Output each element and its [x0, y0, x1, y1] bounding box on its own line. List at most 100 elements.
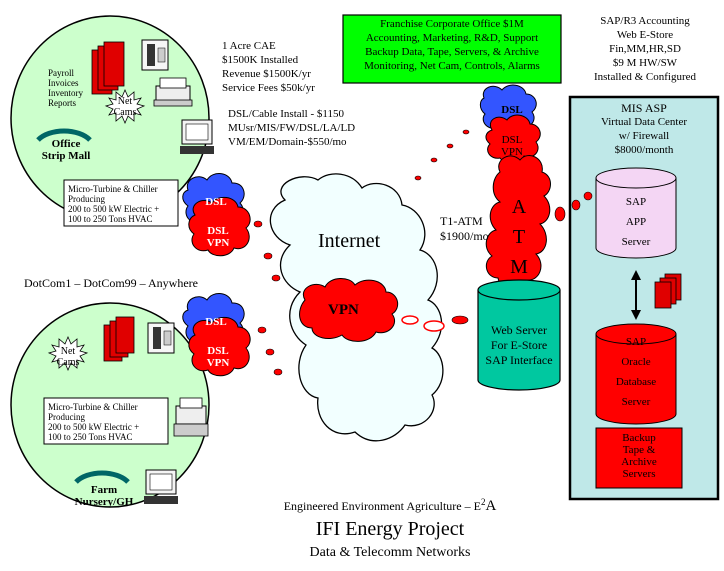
office-netcam-line-2: Cams [113, 107, 137, 118]
sap-r3-text: SAP/R3 Accounting Web E-Store Fin,MM,HR,… [575, 15, 715, 83]
farm-netcam-line-1: Net [60, 346, 76, 357]
footer-subtitle-suffix: A [485, 498, 497, 514]
sap-oracle-text: SAP Oracle Database Server [596, 336, 676, 408]
office-name-line-2: Strip Mall [41, 150, 91, 162]
site-info-text: 1 Acre CAE $1500K Installed Revenue $150… [222, 40, 315, 94]
sap-app-text: SAP APP Server [596, 196, 676, 248]
farm-printer-icon [173, 397, 209, 437]
atm-letter-m: M [510, 256, 528, 278]
site-info-line-3: Revenue $1500K/yr [222, 68, 311, 80]
atm-letter-t: T [512, 226, 526, 248]
dsl-vpn-label-lower: DSL VPN [198, 345, 238, 369]
office-name-line-1: Office [51, 138, 81, 150]
t1-atm-line-2: $1900/mo [440, 229, 489, 243]
site-info-line-4: Service Fees $50k/yr [222, 82, 315, 94]
farm-turbine-line-4: 100 to 250 Tons HVAC [48, 432, 133, 442]
web-server-text: Web Server For E-Store SAP Interface [478, 324, 560, 367]
dsl-vpn-cloud-upper [188, 196, 251, 257]
farm-turbine-line-1: Micro-Turbine & Chiller [48, 402, 138, 412]
office-turbine-line-2: Producing [68, 194, 105, 204]
web-server-cylinder [477, 279, 561, 391]
sap-app-line-3: Server [621, 236, 651, 248]
mis-asp-line-2: Virtual Data Center [600, 116, 688, 128]
office-docs-line-2: Invoices [48, 78, 79, 88]
office-documents-icon [91, 41, 125, 95]
dotcom-label: DotCom1 – DotCom99 – Anywhere [24, 276, 198, 290]
office-turbine-line-4: 100 to 250 Tons HVAC [68, 214, 153, 224]
footer-subtitle2: Data & Telecomm Networks [309, 545, 471, 560]
footer-subtitle-prefix: Engineered Environment Agriculture – E [283, 499, 481, 513]
farm-turbine-line-2: Producing [48, 412, 85, 422]
footer-subtitle: Engineered Environment Agriculture – E2A [230, 496, 550, 514]
farm-computer-icon [144, 469, 178, 504]
franchise-office-text: Franchise Corporate Office $1M Accountin… [343, 18, 561, 72]
dsl-label-upper: DSL [205, 196, 227, 208]
farm-name: Farm Nursery/GH [66, 484, 142, 508]
mis-documents-icon [654, 273, 682, 309]
sap-oracle-db-cylinder [595, 323, 677, 425]
farm-phone-icon [147, 322, 175, 354]
sap-app-server-cylinder [595, 167, 677, 259]
backup-line-4: Servers [622, 468, 656, 480]
dsl-vpn-franchise-line-1: DSL [501, 134, 523, 146]
franchise-line-4: Monitoring, Net Cam, Controls, Alarms [364, 60, 540, 72]
dsl-vpn-upper-line-2: VPN [206, 237, 230, 249]
vpn-label: VPN [328, 302, 359, 318]
t1-atm-text: T1-ATM $1900/mo [440, 215, 489, 243]
atm-cloud [485, 155, 551, 289]
office-printer-icon [153, 77, 193, 107]
dsl-label-franchise: DSL [501, 104, 523, 116]
sap-oracle-line-2: Oracle [621, 356, 651, 368]
sap-r3-line-5: Installed & Configured [593, 71, 697, 83]
dsl-install-line-3: VM/EM/Domain-$550/mo [228, 136, 347, 148]
footer-subtitle-sup: 2 [480, 497, 486, 507]
farm-arc-icon [74, 470, 130, 484]
office-netcam-label: Net Cams [109, 96, 141, 118]
web-server-line-1: Web Server [490, 323, 547, 337]
mis-asp-line-4: $8000/month [614, 144, 674, 156]
office-docs-line-4: Reports [48, 98, 76, 108]
sap-r3-line-4: $9 M HW/SW [612, 57, 678, 69]
internet-label: Internet [318, 230, 381, 252]
farm-name-line-1: Farm [90, 484, 118, 496]
atm-label: A T M [502, 192, 536, 282]
farm-netcam-line-2: Cams [56, 357, 80, 368]
dsl-label-lower: DSL [205, 316, 227, 328]
site-info-line-2: $1500K Installed [222, 54, 299, 66]
footer-title: IFI Energy Project [315, 518, 465, 540]
mis-asp-line-3: w/ Firewall [618, 130, 670, 142]
office-turbine-box [63, 179, 179, 227]
farm-netcam-icon [47, 335, 89, 372]
office-turbine-text: Micro-Turbine & Chiller Producing 200 to… [68, 184, 159, 224]
dsl-vpn-franchise-line-2: VPN [500, 146, 523, 158]
atm-letter-a: A [511, 196, 527, 218]
backup-servers-box [595, 427, 683, 489]
farm-name-line-2: Nursery/GH [74, 496, 134, 508]
site-info-line-1: 1 Acre CAE [222, 40, 276, 52]
link-dots [253, 129, 593, 376]
office-netcam-line-1: Net [117, 96, 133, 107]
office-docs-line-3: Inventory [48, 88, 83, 98]
backup-line-1: Backup [622, 432, 656, 444]
app-db-link-arrow [631, 270, 641, 320]
sap-oracle-line-1: SAP [625, 336, 647, 348]
dsl-install-line-1: DSL/Cable Install - $1150 [228, 108, 344, 120]
dsl-vpn-cloud-lower [188, 316, 251, 377]
web-server-line-3: SAP Interface [485, 353, 553, 367]
backup-text: Backup Tape & Archive Servers [596, 432, 682, 480]
mis-asp-line-1: MIS ASP [621, 101, 667, 115]
office-turbine-line-3: 200 to 500 kW Electric + [68, 204, 160, 214]
web-server-line-2: For E-Store [490, 338, 548, 352]
sap-r3-line-2: Web E-Store [616, 29, 674, 41]
farm-documents-icon [103, 316, 135, 362]
dsl-vpn-label-franchise: DSL VPN [492, 134, 532, 158]
franchise-office-box [342, 14, 562, 84]
sap-oracle-line-4: Server [621, 396, 651, 408]
mis-asp-text: MIS ASP Virtual Data Center w/ Firewall … [570, 102, 718, 156]
dsl-vpn-cloud-franchise [485, 114, 541, 163]
dsl-install-text: DSL/Cable Install - $1150 MUsr/MIS/FW/DS… [228, 108, 355, 148]
dsl-vpn-lower-line-1: DSL [207, 345, 229, 357]
dsl-vpn-label-upper: DSL VPN [198, 225, 238, 249]
office-arc-icon [36, 128, 92, 142]
